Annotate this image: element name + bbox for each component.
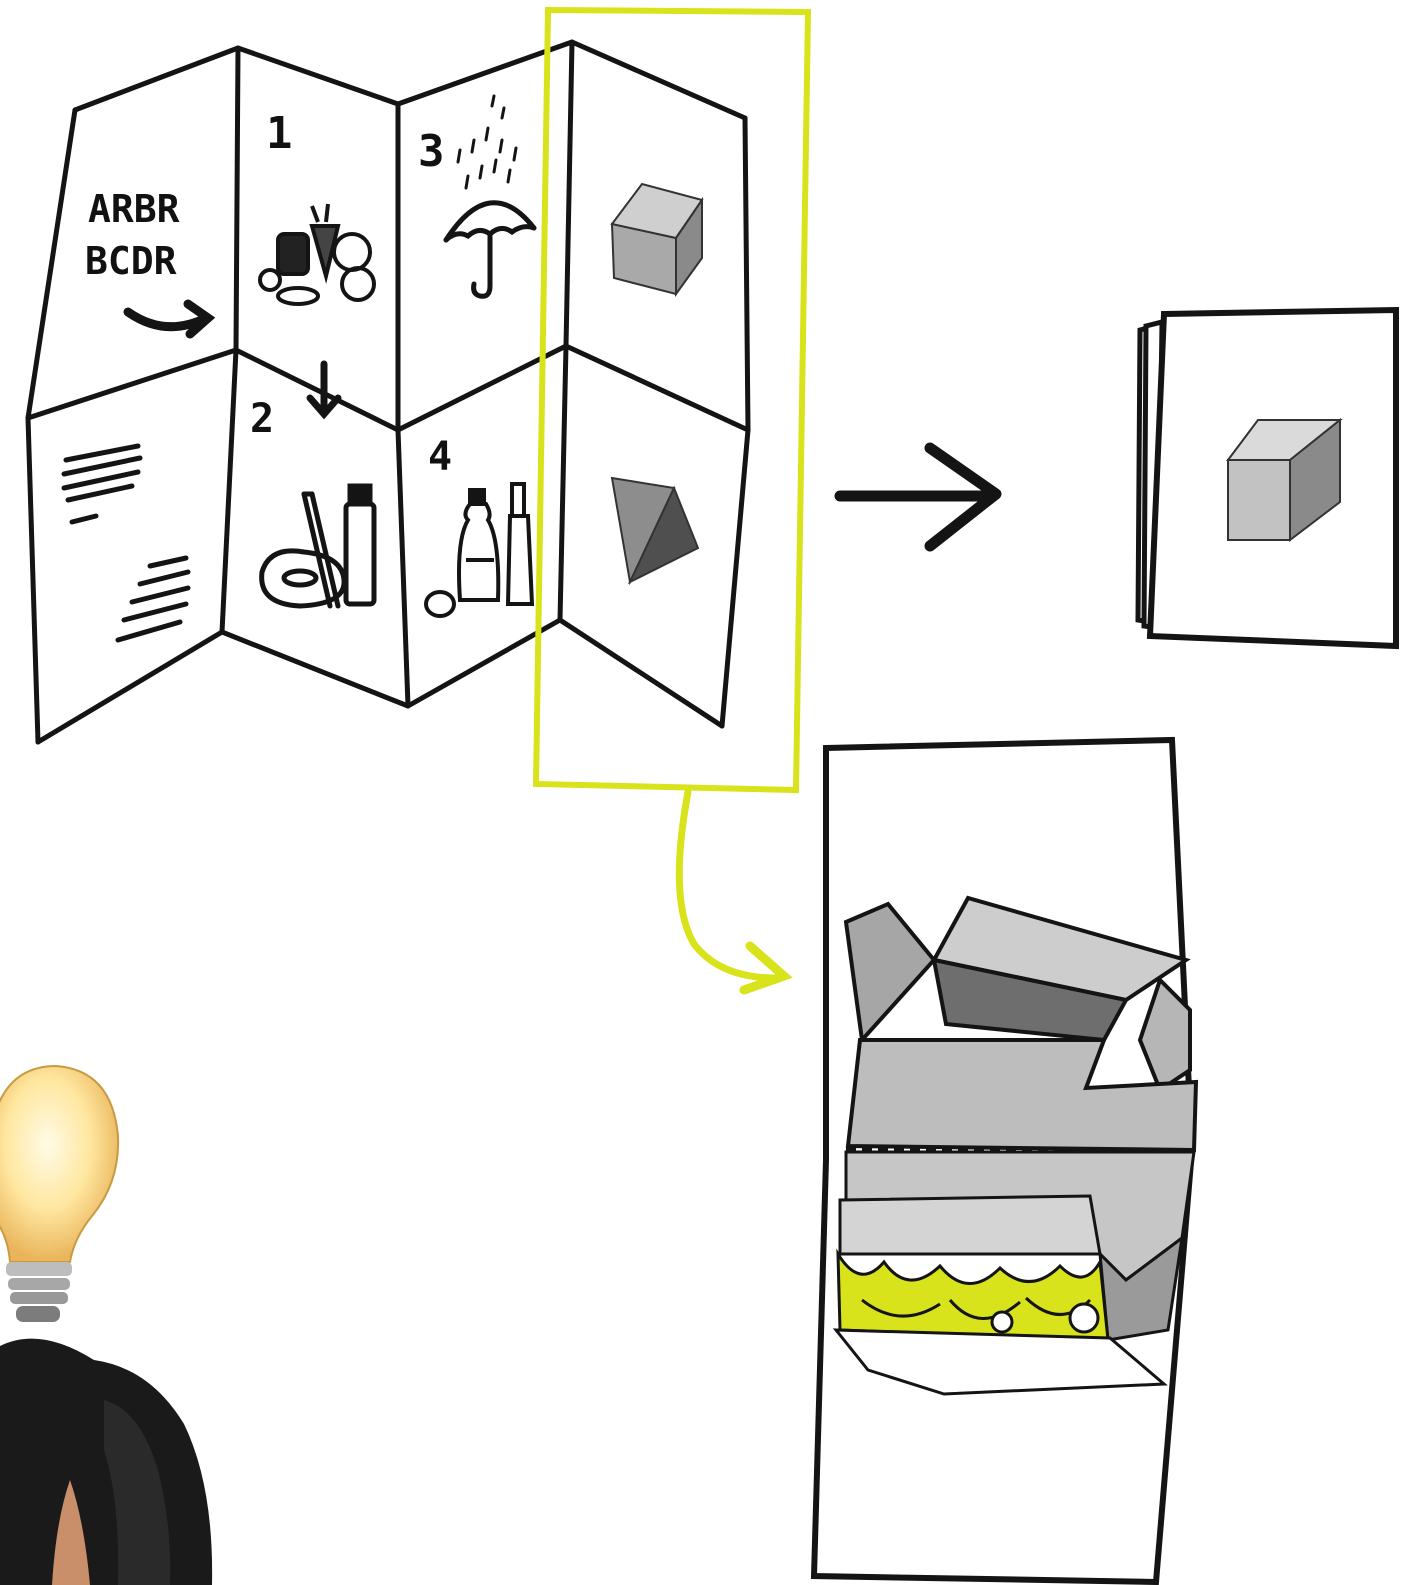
right-arrow-icon (840, 448, 996, 546)
cover-text-line2: BCDR (85, 239, 177, 283)
back-panel-text-lines (64, 446, 188, 640)
bottles-icon (426, 484, 532, 616)
panel-number-2: 2 (250, 396, 274, 442)
octahedron-icon (612, 478, 698, 582)
panel-3: 3 (418, 96, 534, 296)
umbrella-icon (446, 203, 534, 297)
avatar (0, 1339, 212, 1585)
cover-text-line1: ARBR (88, 187, 180, 231)
highlight-frame (536, 10, 808, 790)
cube-icon (612, 184, 702, 294)
panel-number-1: 1 (266, 108, 293, 159)
cover-panel: ARBR BCDR (85, 187, 208, 334)
lightbulb-icon (0, 1066, 118, 1322)
toothpaste-icon (346, 486, 374, 604)
rain-icon (458, 96, 516, 188)
box-panel (814, 740, 1196, 1582)
panel-1: 1 (260, 108, 374, 304)
panel-number-3: 3 (418, 126, 445, 177)
right-arrow-icon (128, 304, 208, 334)
toothbrush-icon (304, 494, 338, 606)
panel-2: 2 (250, 364, 374, 606)
panel-4: 4 (426, 434, 532, 616)
groceries-icon (260, 204, 374, 304)
highlight-curve-arrow (679, 792, 784, 990)
panel-number-4: 4 (428, 434, 452, 480)
